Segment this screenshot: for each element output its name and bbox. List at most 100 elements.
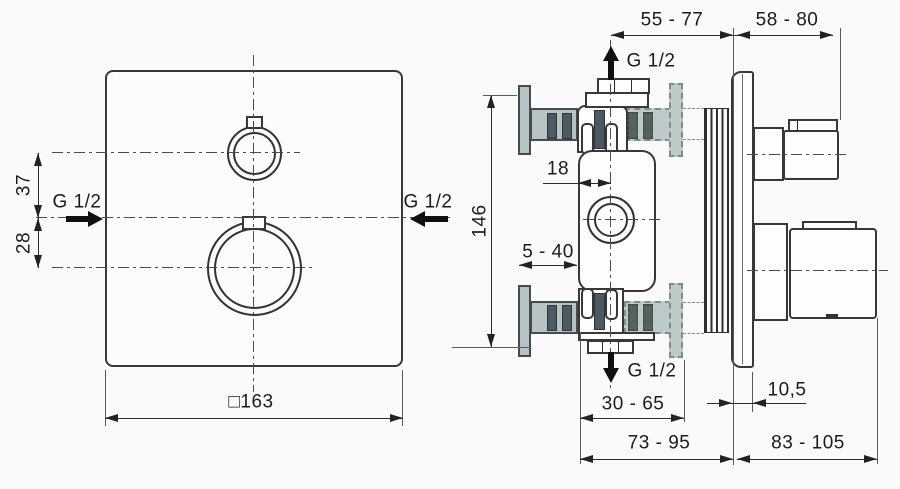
rail-bar: [547, 113, 557, 139]
centerline-horizontal: [747, 270, 888, 271]
lower-handle-tab: [802, 221, 857, 230]
flow-arrow-left-icon: [410, 211, 425, 227]
dim-label-5-40: 5 - 40: [522, 241, 574, 263]
rail-extension-dashed: [683, 333, 704, 334]
wall-surface-extension-line: [733, 28, 734, 465]
extension-line: [877, 318, 878, 464]
dim-label-163: □163: [228, 391, 274, 413]
arrowhead: [34, 205, 42, 218]
dimension-line-163: [105, 418, 403, 419]
rail-bar: [562, 113, 572, 139]
dim-label-28: 28: [13, 231, 35, 255]
g12-label-bottom: G 1/2: [627, 360, 677, 382]
flow-arrow-stem: [608, 60, 614, 80]
arrowhead: [719, 399, 732, 407]
rail-bar-dashed: [643, 112, 653, 139]
nut-facet-line: [614, 80, 615, 93]
arrowhead: [720, 31, 733, 39]
dim-label-10-5: 10,5: [767, 379, 807, 401]
mount-plate-top-right-dashed: [669, 83, 683, 157]
g12-label-front-right: G 1/2: [403, 191, 453, 213]
extension-line: [840, 28, 841, 120]
rail-bar-dashed: [628, 112, 638, 139]
arrowhead: [753, 399, 766, 407]
dim-label-18: 18: [546, 158, 570, 180]
centerline-vertical: [253, 55, 254, 392]
rail-bar-dashed: [628, 304, 638, 331]
dimension-line-18: [543, 183, 611, 184]
lower-handle-stem: [753, 223, 788, 321]
arrowhead: [598, 179, 611, 187]
valve-slot: [605, 289, 618, 320]
flow-arrow-stem: [66, 216, 90, 222]
valve-cartridge-circle-inner: [594, 203, 628, 237]
arrowhead: [487, 95, 495, 108]
nut-facet-line: [618, 342, 619, 353]
flow-arrow-stem: [424, 216, 448, 222]
nut-facet-line: [602, 342, 603, 353]
extension-line: [452, 347, 530, 348]
arrowhead: [487, 334, 495, 347]
dim-label-83-105: 83 - 105: [771, 432, 845, 454]
dimension-line-73-95: [580, 459, 733, 460]
arrowhead: [578, 179, 591, 187]
nut-facet-line: [631, 80, 632, 93]
rail-extension-dashed: [683, 139, 704, 140]
upper-handle-tab-notch: [797, 120, 798, 131]
centerline-horizontal: [36, 217, 450, 218]
flow-arrow-stem: [608, 352, 614, 369]
arrowhead: [519, 261, 532, 269]
arrowhead: [720, 455, 733, 463]
arrowhead: [864, 455, 877, 463]
arrowhead: [611, 31, 624, 39]
arrowhead: [390, 414, 403, 422]
centerline-horizontal: [747, 154, 847, 155]
valve-port-bar: [594, 293, 605, 330]
centerline-horizontal: [52, 152, 300, 153]
arrowhead: [105, 414, 118, 422]
arrowhead: [737, 455, 750, 463]
upper-handle-tab: [788, 119, 838, 132]
dim-label-58-80: 58 - 80: [755, 9, 819, 31]
flow-arrow-right-icon: [88, 211, 103, 227]
rail-extension-dashed: [683, 302, 704, 303]
valve-port-bar: [594, 110, 605, 149]
dimension-line-30-65: [580, 418, 684, 419]
extension-line: [752, 372, 753, 412]
valve-top-nut: [597, 78, 650, 94]
dim-label-30-65: 30 - 65: [601, 393, 665, 415]
arrowhead: [34, 153, 42, 166]
dim-label-55-77: 55 - 77: [640, 9, 704, 31]
arrowhead: [34, 218, 42, 231]
arrowhead: [564, 261, 577, 269]
extension-line: [580, 332, 581, 464]
extension-line: [483, 95, 517, 96]
rail-bar: [547, 305, 557, 331]
extension-sleeve-ribs: [704, 108, 729, 333]
front-main-circle-notch: [242, 216, 266, 230]
dim-label-37: 37: [13, 173, 35, 197]
extension-line: [105, 370, 106, 426]
arrowhead: [34, 255, 42, 268]
g12-label-top: G 1/2: [626, 50, 676, 72]
dimension-line-5-40: [519, 265, 577, 266]
valve-cartridge-circle-outer: [587, 196, 635, 244]
rail-bar: [562, 305, 572, 331]
arrowhead: [737, 31, 750, 39]
arrowhead: [580, 455, 593, 463]
rail-extension-dashed: [683, 108, 704, 109]
arrowhead: [671, 414, 684, 422]
lower-handle-mark: [826, 314, 838, 319]
flow-arrow-down-icon: [603, 368, 619, 383]
upper-handle-knob: [783, 130, 839, 180]
dim-label-73-95: 73 - 95: [627, 432, 691, 454]
front-main-circle-mid: [214, 228, 295, 309]
centerline-horizontal: [52, 267, 315, 268]
flow-arrow-up-icon: [603, 46, 619, 61]
g12-label-front-left: G 1/2: [52, 191, 102, 213]
mount-plate-bottom-right-dashed: [669, 283, 683, 358]
centerline-horizontal: [583, 219, 663, 220]
extension-line: [402, 370, 403, 426]
extension-line: [684, 360, 685, 422]
